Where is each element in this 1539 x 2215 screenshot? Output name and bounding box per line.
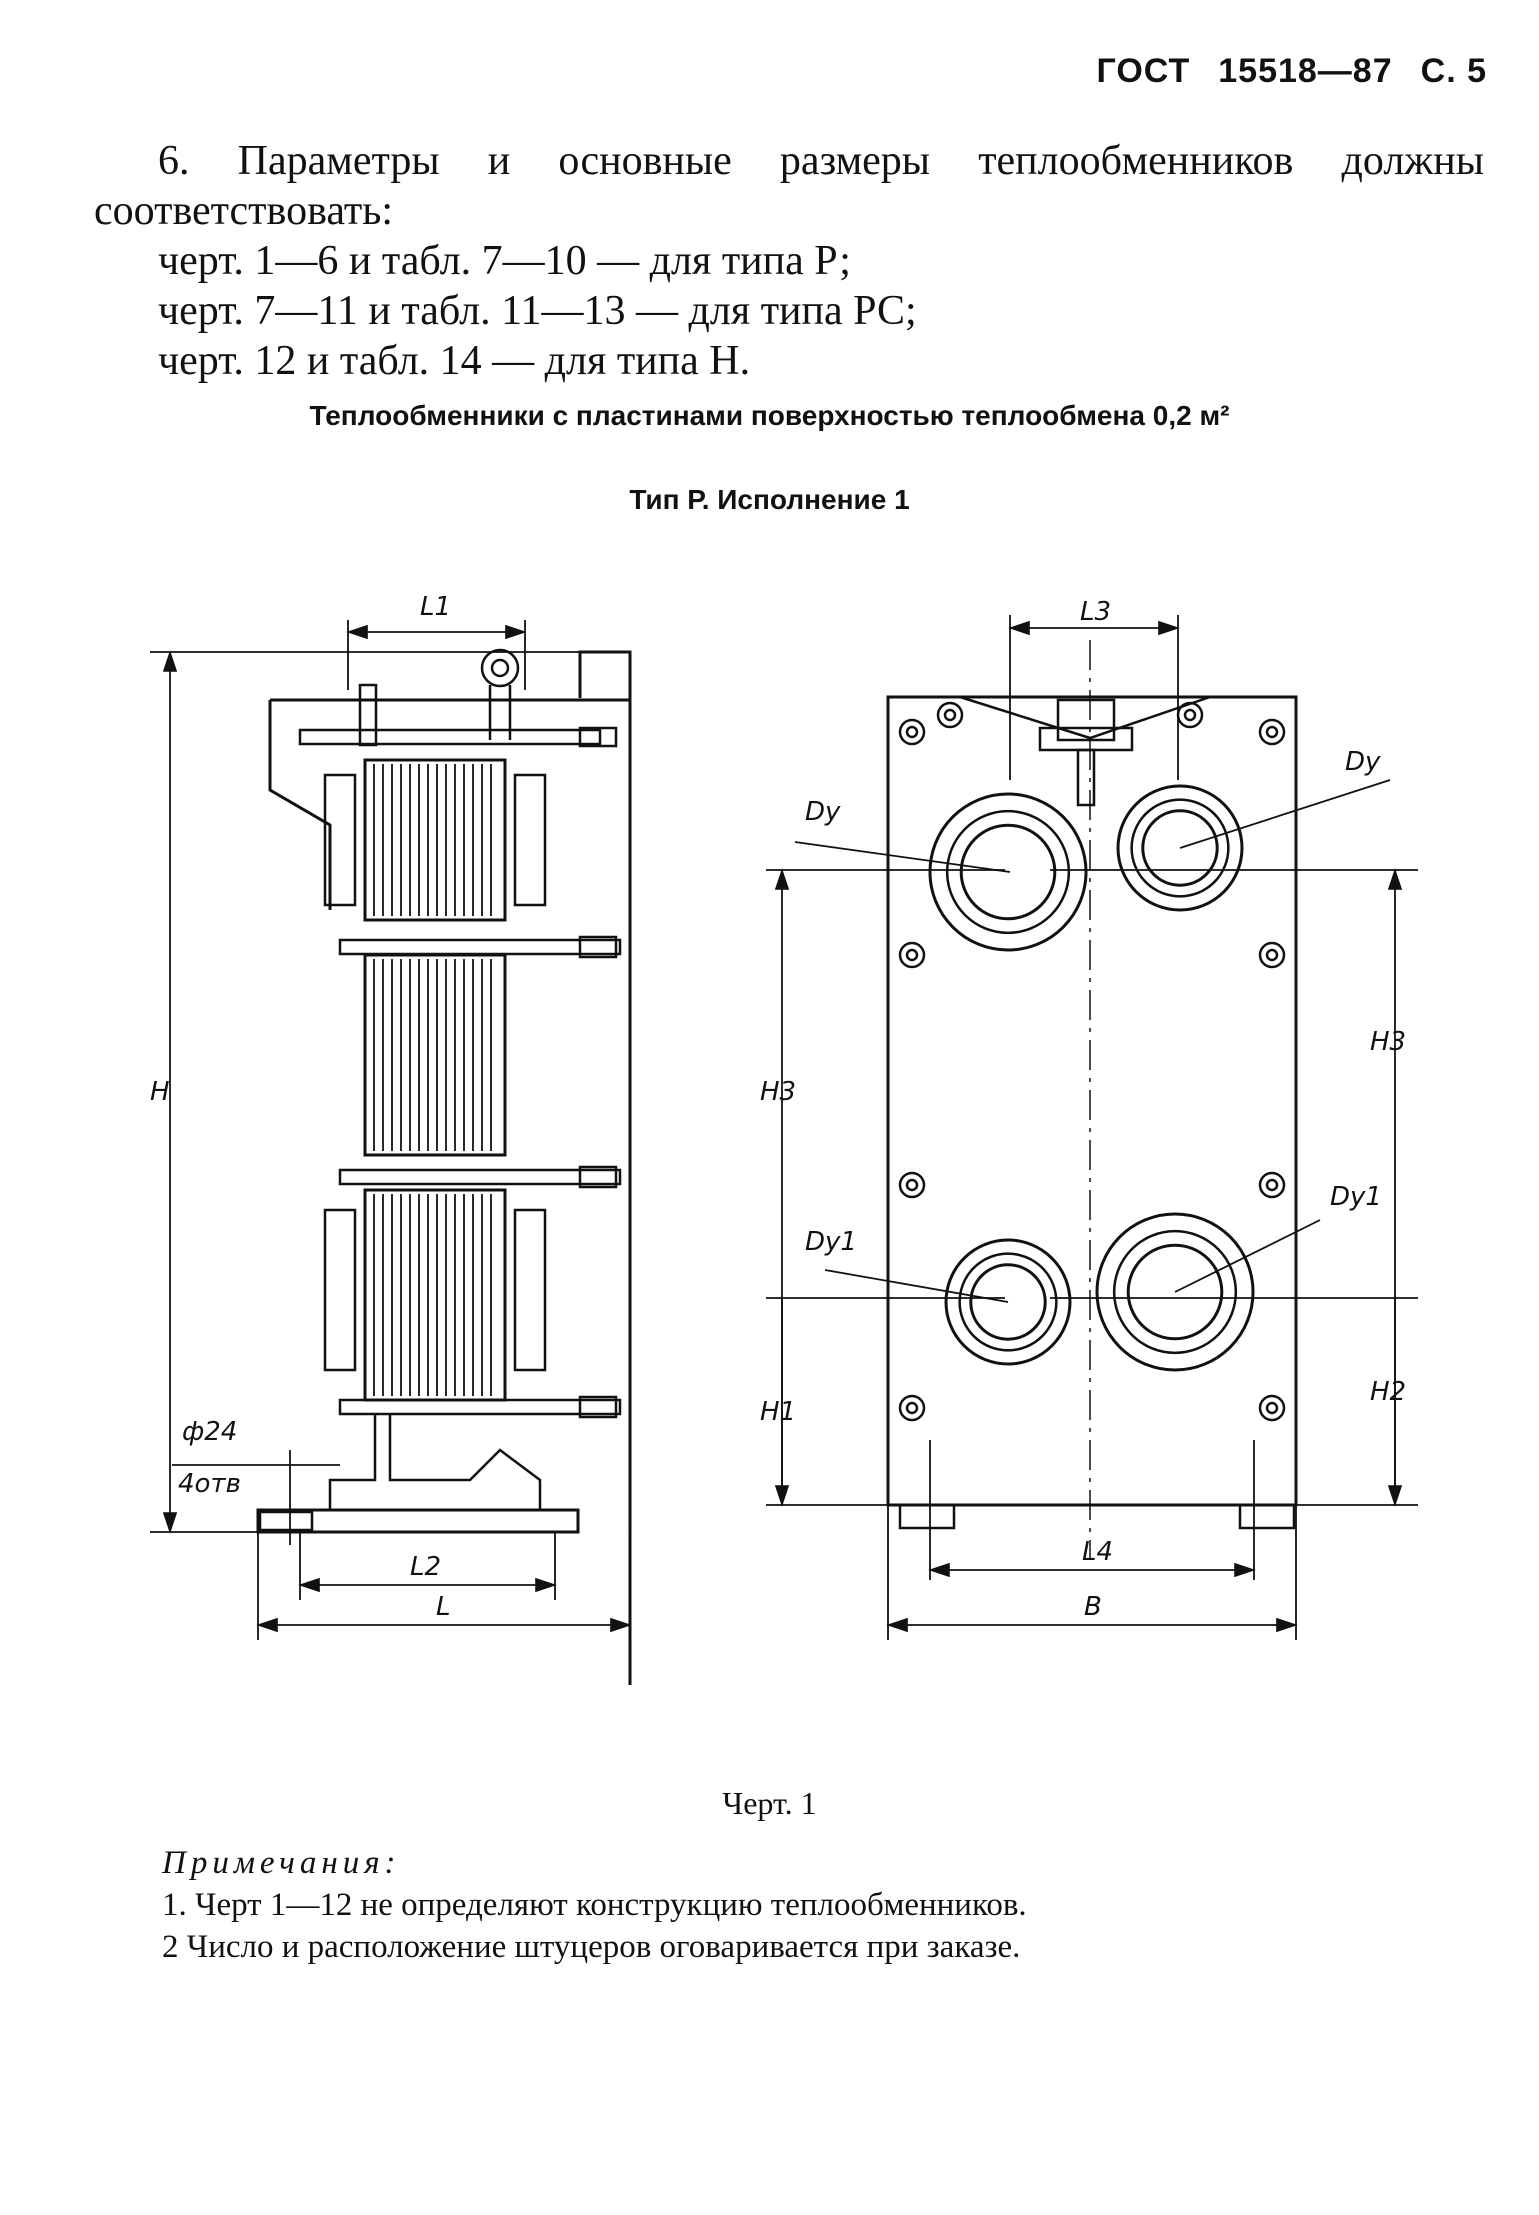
label-Dy1-left: Dу1 (805, 1227, 857, 1257)
label-holes: 4отв (178, 1469, 241, 1499)
bolt-outer (898, 1394, 926, 1422)
note-item: 2 Число и расположение штуцеров оговарив… (162, 1929, 1021, 1965)
ports (928, 784, 1255, 1372)
bolt-outer (1258, 718, 1286, 746)
plate-pack (373, 764, 492, 1396)
label-L: L (436, 1592, 451, 1622)
label-H: H (150, 1077, 170, 1107)
front-view-dimensions (766, 615, 1418, 1640)
intro-text: 6. Параметры и основные размеры теплообм… (94, 136, 1484, 386)
bolt-outer (898, 1171, 926, 1199)
port-ring (1112, 1229, 1238, 1355)
intro-line: черт. 12 и табл. 14 — для типа Н. (158, 338, 751, 384)
intro-line: черт. 1—6 и табл. 7—10 — для типа Р; (158, 238, 851, 284)
label-H3-right: H3 (1370, 1027, 1406, 1057)
label-B: B (1084, 1592, 1102, 1622)
bolt-inner (1265, 1401, 1279, 1415)
port-bore (1141, 809, 1219, 887)
notes: Примечания: 1. Черт 1—12 не определяют к… (162, 1842, 1027, 1968)
note-item: 1. Черт 1—12 не определяют конструкцию т… (162, 1887, 1027, 1923)
bolt-inner (1265, 948, 1279, 962)
port-flange (944, 1238, 1072, 1366)
bolt-outer (936, 701, 964, 729)
label-Dy1-right: Dу1 (1330, 1182, 1382, 1212)
intro-line: черт. 7—11 и табл. 11—13 — для типа РС; (158, 288, 917, 334)
bolt-outer (1258, 1394, 1286, 1422)
bolt-inner (1183, 708, 1197, 722)
label-H1: H1 (760, 1397, 796, 1427)
port-ring (945, 809, 1071, 935)
bolt-inner (1265, 1178, 1279, 1192)
label-Dy-right: Dу (1345, 747, 1381, 777)
bolt-inner (905, 1178, 919, 1192)
bolt-outer (1176, 701, 1204, 729)
port-bore (969, 1263, 1047, 1341)
port-flange (1095, 1212, 1255, 1372)
side-view-dimensions (150, 620, 632, 1640)
label-Dy-left: Dу (805, 797, 841, 827)
bolt-inner (905, 725, 919, 739)
dimension-labels: L1 H ф24 4отв L2 L L3 L4 B H3 H1 H3 H2 D… (150, 592, 1406, 1622)
notes-heading: Примечания: (162, 1845, 401, 1881)
bolt-outer (898, 941, 926, 969)
label-L1: L1 (420, 592, 451, 622)
bolt-inner (905, 948, 919, 962)
figure-caption: Черт. 1 (722, 1785, 817, 1821)
technical-drawing: L1 H ф24 4отв L2 L L3 L4 B H3 H1 H3 H2 D… (150, 592, 1418, 1685)
port-flange (1116, 784, 1244, 912)
page-header: ГОСТ 15518—87 С. 5 (1097, 52, 1487, 91)
label-L3: L3 (1080, 597, 1111, 627)
port-ring (1130, 798, 1230, 898)
bolt-inner (905, 1401, 919, 1415)
port-ring (958, 1252, 1058, 1352)
standard-label: ГОСТ (1096, 52, 1191, 90)
bolt-inner (943, 708, 957, 722)
page-number: С. 5 (1420, 52, 1487, 90)
label-H3-left: H3 (760, 1077, 796, 1107)
port-bore (1126, 1243, 1224, 1341)
frame-bolts (898, 701, 1286, 1422)
port-flange (928, 792, 1088, 952)
standard-number: 15518—87 (1218, 52, 1393, 90)
intro-paragraph: 6. Параметры и основные размеры теплообм… (94, 138, 1484, 234)
bolt-inner (1265, 725, 1279, 739)
label-H2: H2 (1370, 1377, 1406, 1407)
front-view (886, 640, 1298, 1560)
section-title: Теплообменники с пластинами поверхностью… (309, 400, 1230, 431)
bolt-outer (1258, 1171, 1286, 1199)
side-view (256, 648, 632, 1685)
subsection-title: Тип Р. Исполнение 1 (629, 484, 910, 515)
bolt-outer (898, 718, 926, 746)
port-bore (959, 823, 1057, 921)
label-L2: L2 (410, 1552, 441, 1582)
bolt-outer (1258, 941, 1286, 969)
label-phi: ф24 (182, 1417, 237, 1447)
label-L4: L4 (1082, 1537, 1113, 1567)
